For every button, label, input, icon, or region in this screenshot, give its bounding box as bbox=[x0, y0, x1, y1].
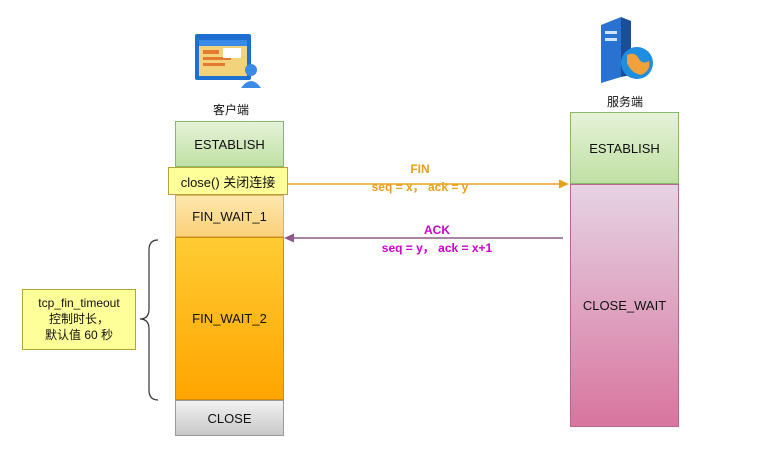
close-call-label: close() 关闭连接 bbox=[180, 174, 276, 190]
ack-arrowhead bbox=[284, 233, 294, 243]
close-wait-label: CLOSE_WAIT bbox=[582, 298, 667, 313]
note-line-1: tcp_fin_timeout bbox=[38, 296, 120, 310]
client-fin-wait-2-state: FIN_WAIT_2 bbox=[175, 237, 284, 400]
fin-detail: seq = x， ack = y bbox=[371, 180, 469, 194]
client-close-state: CLOSE bbox=[175, 400, 284, 436]
timeout-note: tcp_fin_timeout 控制时长， 默认值 60 秒 bbox=[22, 289, 136, 350]
ack-message: ACK seq = y， ack = x+1 bbox=[352, 221, 522, 257]
fin-message: FIN seq = x， ack = y bbox=[340, 160, 500, 196]
close-call-box: close() 关闭连接 bbox=[168, 167, 288, 195]
server-globe-icon bbox=[601, 17, 653, 83]
client-establish-state: ESTABLISH bbox=[175, 121, 284, 167]
fin-arrowhead bbox=[559, 179, 569, 189]
fin-title: FIN bbox=[410, 162, 430, 176]
note-line-3: 默认值 60 秒 bbox=[44, 328, 114, 342]
note-line-2: 控制时长， bbox=[48, 312, 109, 326]
ack-detail: seq = y， ack = x+1 bbox=[381, 241, 493, 255]
fin-wait-2-label: FIN_WAIT_2 bbox=[192, 311, 267, 326]
fin-wait-1-label: FIN_WAIT_1 bbox=[192, 208, 267, 224]
timeout-brace bbox=[139, 239, 159, 401]
server-establish-state: ESTABLISH bbox=[570, 112, 679, 184]
client-establish-label: ESTABLISH bbox=[194, 136, 265, 152]
server-title: 服务端 bbox=[606, 95, 643, 109]
close-label: CLOSE bbox=[207, 410, 252, 426]
client-computer-icon bbox=[195, 34, 261, 88]
ack-title: ACK bbox=[424, 223, 450, 237]
server-establish-label: ESTABLISH bbox=[589, 140, 660, 156]
server-close-wait-state: CLOSE_WAIT bbox=[570, 184, 679, 427]
client-fin-wait-1-state: FIN_WAIT_1 bbox=[175, 195, 284, 237]
client-title: 客户端 bbox=[212, 103, 249, 117]
